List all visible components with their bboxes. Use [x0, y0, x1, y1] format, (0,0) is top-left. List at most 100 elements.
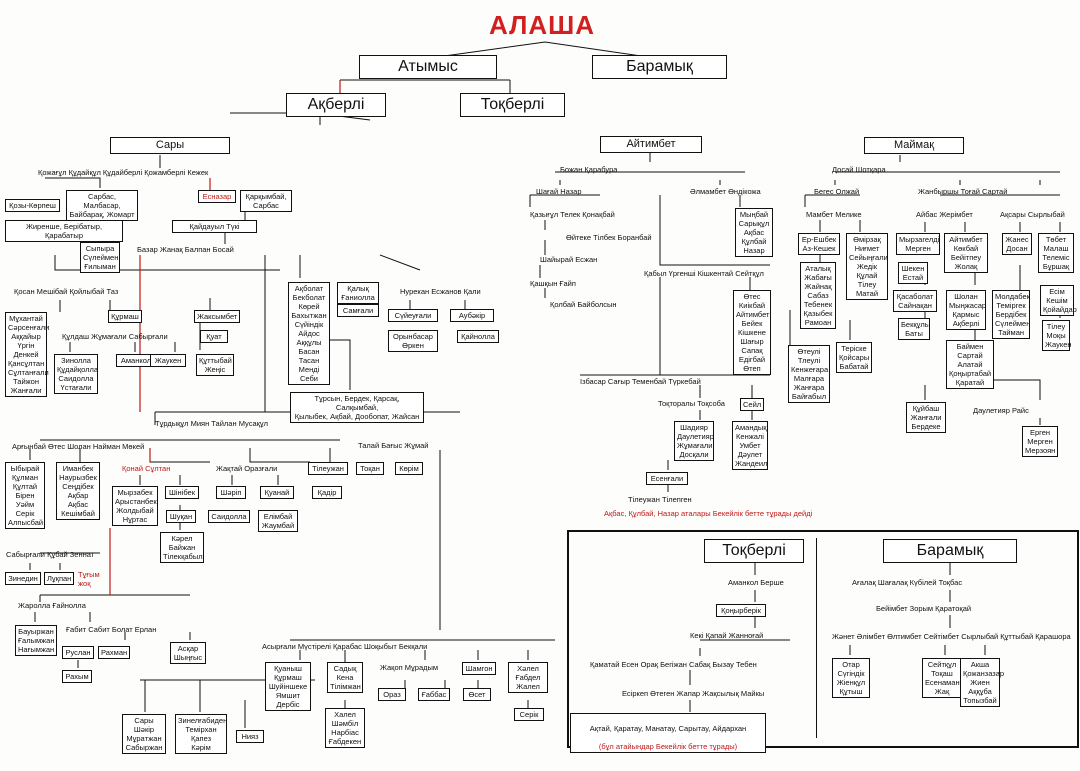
- shamgon-node: Шамгон: [462, 662, 496, 675]
- zhaksymbet-node: Жаксымбет: [194, 310, 240, 323]
- zinelgabiden-node: Зинелғабиден Темірхан Қапез Кәрім: [175, 714, 227, 754]
- kasabolat-node: Қасаболат Сайнақан: [893, 290, 937, 312]
- konai-row: Қонай Сұлтан: [122, 464, 171, 473]
- kuibash-node: Құйбаш Жанғали Бердеке: [906, 402, 946, 433]
- rakhman-node: Рахман: [98, 646, 130, 659]
- seil-node: Сейл: [740, 398, 764, 411]
- kuttybai-node: Құттыбай Жеңіс: [196, 354, 234, 376]
- myrzagandi-node: Мырзагелді Мерген: [896, 233, 940, 255]
- tileu-node: Тілеу Моқы Жаукен: [1042, 320, 1072, 351]
- lukpan-node: Лұқпан: [44, 572, 74, 585]
- oraz-node: Ораз: [378, 688, 406, 701]
- mukhanbai-node: Мұхантай Сәрсенғали Аққайыр Үргін Денкей…: [5, 312, 49, 397]
- aktai-note: (бұл атайындар Бекейлік бетте тұрады): [598, 742, 738, 751]
- beimbet-row: Бейімбет Зорым Қаратоқай: [876, 604, 972, 613]
- argyn-row: Арғынбай Өтес Шолан Найман Мөкей: [12, 442, 145, 451]
- kainolla-node: Қайнолла: [457, 330, 499, 343]
- baramyk-panel-head: Барамық: [883, 539, 1017, 563]
- omirzak-node: Өмірзақ Ниғмет Сейыңғали Жедік Құлай Тіл…: [846, 233, 888, 300]
- zinolla-node: Зинолла Құдайқолла Саидолла Үстағали: [54, 354, 98, 394]
- beges-row: Бегес Олжай: [814, 187, 860, 196]
- oiteke-row: Өйтеке Тілбек Боранбай: [566, 233, 652, 242]
- turdykul-row: Тұрдықұл Миян Тайлан Мусақұл: [155, 419, 269, 428]
- kolbai-row: Қолбай Байболсын: [550, 300, 617, 309]
- baimen-node: Баймен Сартай Алатай Қоңыртабай Қаратай: [946, 340, 994, 389]
- dauletiar-row: Даулетияр Райс: [973, 406, 1029, 415]
- lower-right-frame: [567, 530, 1079, 748]
- page-title: АЛАША: [489, 10, 596, 40]
- kuat-node: Қуат: [200, 330, 228, 343]
- seitkul-node: Сейтқұл Тоқаш Есенаман Жақ: [922, 658, 962, 698]
- esnazar-node: Есназар: [198, 190, 236, 203]
- atymys-node: Атымыс: [359, 55, 497, 79]
- khalel2-node: Халел Шәмбіл Нарбіас Ғабдекен: [325, 708, 365, 748]
- zhanes-node: Жанес Досан: [1002, 233, 1032, 255]
- frame-divider: [816, 538, 817, 738]
- tugym-label: Тұғым жоқ: [78, 570, 100, 588]
- kamatai-row: Қаматай Есен Орақ Бегіжан Сабақ Бызау Те…: [590, 660, 757, 669]
- otegul-node: Өтеулі Тлеулі Кенжеғара Малғара Жанғара …: [788, 345, 830, 403]
- serik-node: Серік: [514, 708, 544, 721]
- gabit-row: Ғабит Сабит Болат Ерлан: [66, 625, 157, 634]
- esirkep-row: Есіркеп Өтеген Жапар Жақсылық Майкы: [622, 689, 765, 698]
- auberi-node: Аубәкір: [450, 309, 494, 322]
- zinedin-node: Зинедин: [5, 572, 41, 585]
- amankol-node: Аманкол: [116, 354, 156, 367]
- kuanai-node: Қуанай: [260, 486, 294, 499]
- aksha-node: Акша Қожанзазар Жиен Аққұба Топызбай: [960, 658, 1004, 707]
- kurmash-node: Құрмаш: [108, 310, 142, 323]
- aibas-row: Айбас Жерімбет: [916, 210, 973, 219]
- samgali-node: Самғали: [337, 304, 379, 317]
- teriske-node: Теріске Қойсары Бабатай: [836, 342, 872, 373]
- aitimbet-note: Ақбас, Құлбай, Назар аталары Бекейлік бе…: [604, 509, 813, 518]
- kuldash-row: Құлдаш Жұмағали Сабырғали: [62, 332, 168, 341]
- agalak-row: Ағалақ Шағалақ Күбілей Тоқбас: [852, 578, 963, 587]
- aktai-node: Ақтай, Қаратау, Манатау, Сарытау, Айдарх…: [570, 713, 766, 753]
- maimak-node: Маймақ: [864, 137, 964, 154]
- sadyk-node: Садық Кена Тілімжан: [327, 662, 363, 693]
- otes-node: Өтес Киікбай Айтимбет Бейек Кішкене Шағы…: [733, 290, 771, 375]
- kosan-row: Қосан Мешібай Қойлыбай Таз: [14, 287, 119, 296]
- khalel-node: Хәлел Ғабдел Жалел: [508, 662, 548, 693]
- konyrberik-node: Қоңырберік: [716, 604, 766, 617]
- aktai-label: Ақтай, Қаратау, Манатау, Сарытау, Айдарх…: [589, 724, 747, 733]
- asyrgali-row: Асырғали Мүстірелі Қарабас Шоқыбыт Бекқа…: [262, 642, 428, 651]
- zhaukem-node: Жаукен: [150, 354, 186, 367]
- tileuzhan-row: Тілеужан Тілепген: [628, 495, 692, 504]
- saidolla-node: Саидолла: [208, 510, 250, 523]
- sary2-node: Сары Шәкір Мұратжан Сабыржан: [122, 714, 166, 754]
- tokberli-node: Тоқберлі: [460, 93, 565, 117]
- rakhym-node: Рахым: [62, 670, 92, 683]
- akbolat-node: Ақболат Бекболат Көрей Бахытжан Сүйіндік…: [288, 282, 330, 385]
- sypyra-node: Сыпыра Сүлеймен Ғилыман: [80, 242, 120, 273]
- maimak-row: Досай Шотқара: [832, 165, 886, 174]
- kashkyn-row: Қашқын Ғайп: [530, 279, 576, 288]
- myrzabek-node: Мырзабек Арыстанбек Жолдыбай Нұртас: [112, 486, 158, 526]
- isbasar-row: Ізбасар Сағыр Теменбай Түркебай: [580, 377, 701, 386]
- suiengali-node: Сүйеуғали: [388, 309, 438, 322]
- kadir-node: Қадір: [312, 486, 342, 499]
- zhaktai-row: Жақтай Оразғали: [216, 464, 278, 473]
- eshim-node: Есім Кешім Қойайдар: [1040, 285, 1077, 316]
- kozy-node: Қозы-Көрпеш: [5, 199, 60, 212]
- kaidauyl-node: Қайдауыл Түкі: [172, 220, 257, 233]
- zhirenshe-node: Жиренше, Берібатыр, Қарабатыр: [5, 220, 123, 242]
- tokberli-panel-head: Тоқберлі: [704, 539, 804, 563]
- otar-node: Отар Сүгіндік Жіенқұл Құтыш: [832, 658, 870, 698]
- sarbas-node: Сарбас, Малбасар, Байбарақ, Жомарт: [66, 190, 138, 221]
- amandyk-node: Амандық Кенжалі Умбет Дәулет Жандеил: [732, 421, 768, 470]
- tokan-node: Тоқан: [356, 462, 384, 475]
- mambet-row: Мамбет Мелике: [806, 210, 862, 219]
- sary-children-row: Қожағұл Құдайқұл Құдайберлі Қожамберлі К…: [38, 168, 209, 177]
- korim-node: Көрім: [395, 462, 423, 475]
- aksary-row: Ақсары Сырлыбай: [1000, 210, 1065, 219]
- orynbasar-node: Орынбасар Өркен: [388, 330, 438, 352]
- gabbas-node: Ғаббас: [418, 688, 450, 701]
- moldabek-node: Молдабек Теміргек Бердібек Сүлеймен Тайм…: [992, 290, 1030, 339]
- mynbai-node: Мыңбай Сарықұл Ақбас Құлбай Назар: [735, 208, 773, 257]
- niiaz-node: Нияз: [236, 730, 264, 743]
- ybyrai-node: Ыбырай Құлман Құлтай Бірен Уәйм Серік Ал…: [5, 462, 45, 529]
- shagai-row: Шағай Назар: [536, 187, 582, 196]
- shadiyar-node: Шадияр Даулетияр Жұмағали Досқали: [674, 421, 714, 461]
